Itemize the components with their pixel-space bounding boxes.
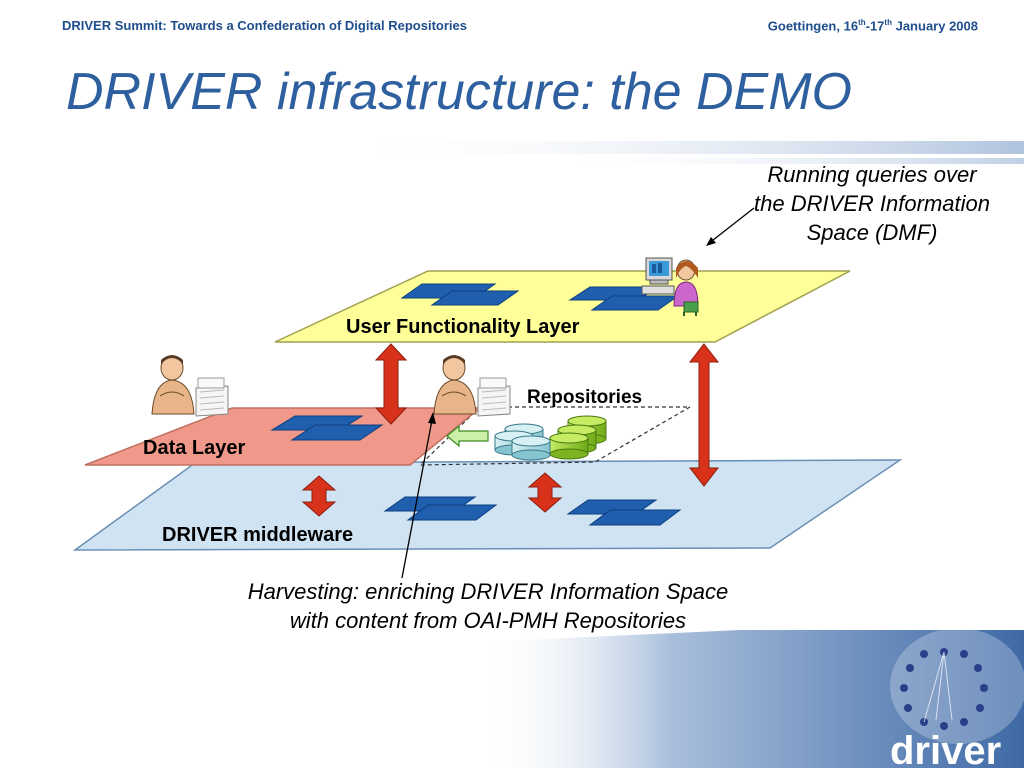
middleware-module — [406, 504, 498, 521]
user-layer-label: User Functionality Layer — [346, 316, 580, 338]
user-layer-modules — [400, 283, 680, 311]
header-date-sup2: th — [884, 18, 892, 27]
arrow-user-to-data — [374, 343, 408, 425]
harvesting-pointer-head — [428, 412, 436, 424]
queries-annotation: Running queries over the DRIVER Informat… — [754, 162, 990, 245]
repository-cylinders — [494, 415, 607, 461]
harvesting-pointer — [401, 419, 433, 579]
worker-icon — [151, 355, 229, 417]
harvest-arrow — [446, 424, 489, 448]
arrow-data-to-middleware — [301, 475, 337, 517]
user-at-computer-icon — [641, 257, 699, 316]
slide-title: DRIVER infrastructure: the DEMO — [66, 63, 852, 121]
queries-pointer — [707, 207, 755, 245]
title-stripes — [330, 141, 1024, 164]
middleware-module — [588, 509, 682, 526]
arrow-user-to-middleware — [688, 343, 720, 487]
header-left: DRIVER Summit: Towards a Confederation o… — [62, 18, 467, 33]
queries-pointer-head — [706, 237, 716, 246]
logo-text: driver — [890, 729, 1001, 768]
header-date-mid: -17 — [865, 18, 885, 34]
middleware-modules — [383, 496, 682, 526]
vertical-arrows — [301, 343, 720, 517]
data-layer-label: Data Layer — [143, 437, 245, 459]
cylinder-blue — [511, 435, 551, 461]
driver-logo: driver — [890, 648, 1001, 768]
data-layer-modules — [270, 415, 384, 441]
header-date-prefix: Goettingen, 16 — [767, 18, 859, 34]
repositories-plane — [418, 406, 693, 466]
user-module — [590, 295, 680, 311]
header-date-sup1: th — [858, 18, 866, 27]
header-right: Goettingen, 16th-17th January 2008 — [768, 18, 978, 33]
arrow-repos-to-middleware — [527, 472, 563, 513]
cylinder-green — [549, 432, 589, 460]
harvesting-annotation: Harvesting: enriching DRIVER Information… — [247, 579, 729, 633]
worker-icon — [433, 355, 511, 417]
middleware-layer-label: DRIVER middleware — [162, 524, 353, 546]
data-module — [290, 424, 384, 441]
header-date-suffix: January 2008 — [891, 18, 978, 34]
user-module — [430, 290, 520, 306]
repositories-label: Repositories — [527, 387, 642, 408]
